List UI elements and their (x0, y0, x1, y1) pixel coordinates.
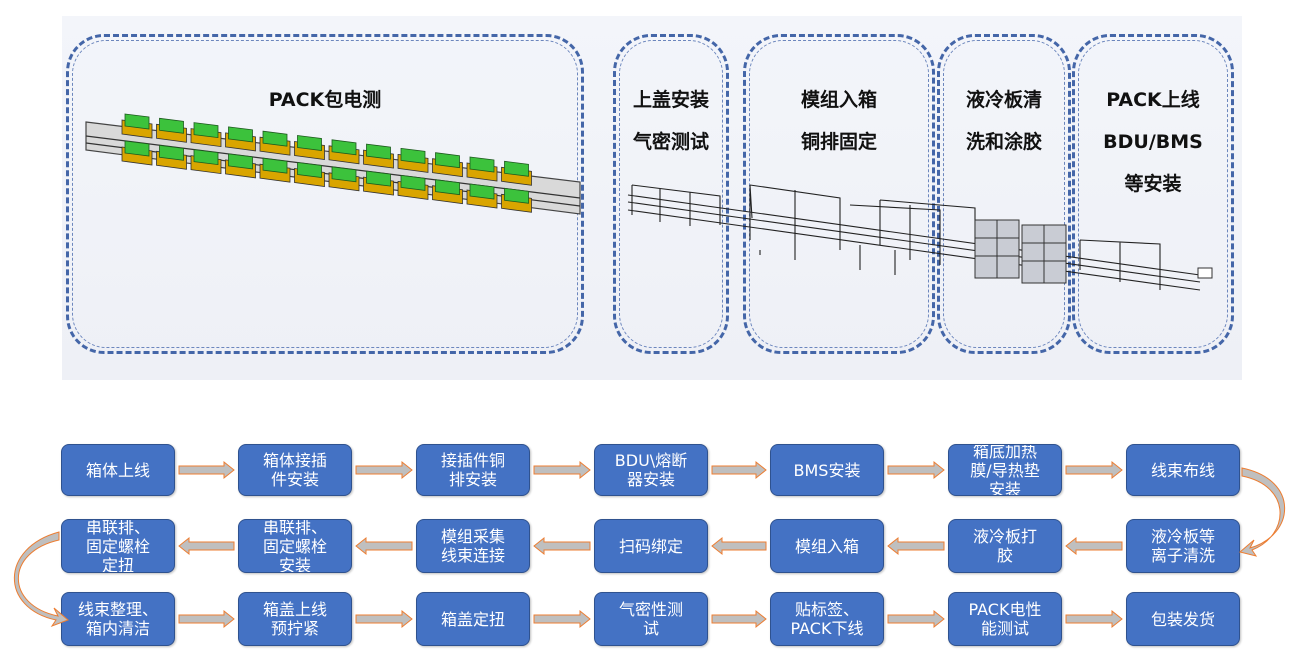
flow-arrow (1065, 609, 1123, 629)
flow-arrow (711, 460, 767, 480)
battery-packs (121, 113, 532, 213)
curve-arrow-left (13, 531, 69, 628)
flow-arrow (178, 536, 235, 556)
flow-arrow (178, 460, 235, 480)
pack-module (193, 122, 219, 139)
process-step: 贴标签、 PACK下线 (770, 592, 884, 646)
process-step: BMS安装 (770, 444, 884, 496)
pack-module (228, 126, 253, 143)
pack-module (435, 152, 460, 169)
flow-arrow (887, 460, 945, 480)
flow-arrow (533, 536, 591, 556)
process-step: 气密性测 试 (594, 592, 708, 646)
flow-arrow (887, 609, 945, 629)
process-step: BDU\熔断 器安装 (594, 444, 708, 496)
pack-module (159, 117, 184, 134)
process-step: PACK电性 能测试 (948, 592, 1062, 646)
pack-module (331, 166, 357, 183)
zone-cooling-plate: 液冷板清 洗和涂胶 (937, 34, 1071, 354)
pack-module (469, 156, 495, 173)
process-step: 液冷板等 离子清洗 (1126, 519, 1240, 573)
pack-module (331, 139, 357, 156)
process-step: 包装发货 (1126, 592, 1240, 646)
pack-module (435, 179, 460, 196)
flow-arrow (887, 536, 945, 556)
zone-pack-online: PACK上线 BDU/BMS 等安装 (1072, 34, 1234, 354)
process-step: 箱盖上线 预拧紧 (238, 592, 352, 646)
pack-module (262, 130, 288, 147)
pack-module (228, 153, 253, 170)
process-step: 箱体接插 件安装 (238, 444, 352, 496)
zone-module-boxing: 模组入箱 铜排固定 (743, 34, 935, 354)
zone-cover-airtight: 上盖安装 气密测试 (613, 34, 729, 354)
flow-arrow (533, 460, 591, 480)
process-step: 模组入箱 (770, 519, 884, 573)
process-step: 线束整理、 箱内清洁 (61, 592, 175, 646)
flow-arrow (1065, 536, 1123, 556)
process-step: 扫码绑定 (594, 519, 708, 573)
pack-module (366, 143, 391, 160)
pack-module (124, 140, 150, 157)
flow-arrow (711, 536, 767, 556)
flow-arrow (355, 460, 413, 480)
pack-module (366, 170, 391, 187)
zone-pack-test: PACK包电测 (66, 34, 584, 354)
process-step: 箱底加热 膜/导热垫 安装 (948, 444, 1062, 496)
flow-arrow (178, 609, 235, 629)
flow-arrow (533, 609, 591, 629)
pack-module (504, 187, 529, 204)
pack-module (193, 149, 219, 166)
curve-arrow-right (1238, 467, 1285, 557)
process-step: 接插件铜 排安装 (416, 444, 530, 496)
process-step: 串联排、 固定螺栓 安装 (238, 519, 352, 573)
assembly-frames (627, 184, 1201, 291)
pack-module (159, 144, 184, 161)
process-step: 箱体上线 (61, 444, 175, 496)
control-box (1197, 267, 1213, 279)
pack-module (262, 157, 288, 174)
cleaning-cabinets (974, 219, 1067, 284)
pack-module (297, 135, 322, 151)
process-step: 串联排、 固定螺栓 定扭 (61, 519, 175, 573)
pack-module (469, 183, 495, 200)
process-step: 线束布线 (1126, 444, 1240, 496)
pack-module (400, 147, 426, 164)
flow-arrow (355, 536, 413, 556)
pack-module (124, 113, 150, 130)
process-step: 液冷板打 胶 (948, 519, 1062, 573)
flow-arrow (711, 609, 767, 629)
pack-module (400, 174, 426, 191)
flow-arrow (1065, 460, 1123, 480)
flow-arrow (355, 609, 413, 629)
process-step: 模组采集 线束连接 (416, 519, 530, 573)
pack-module (297, 162, 322, 178)
process-step: 箱盖定扭 (416, 592, 530, 646)
pack-module (504, 160, 529, 177)
